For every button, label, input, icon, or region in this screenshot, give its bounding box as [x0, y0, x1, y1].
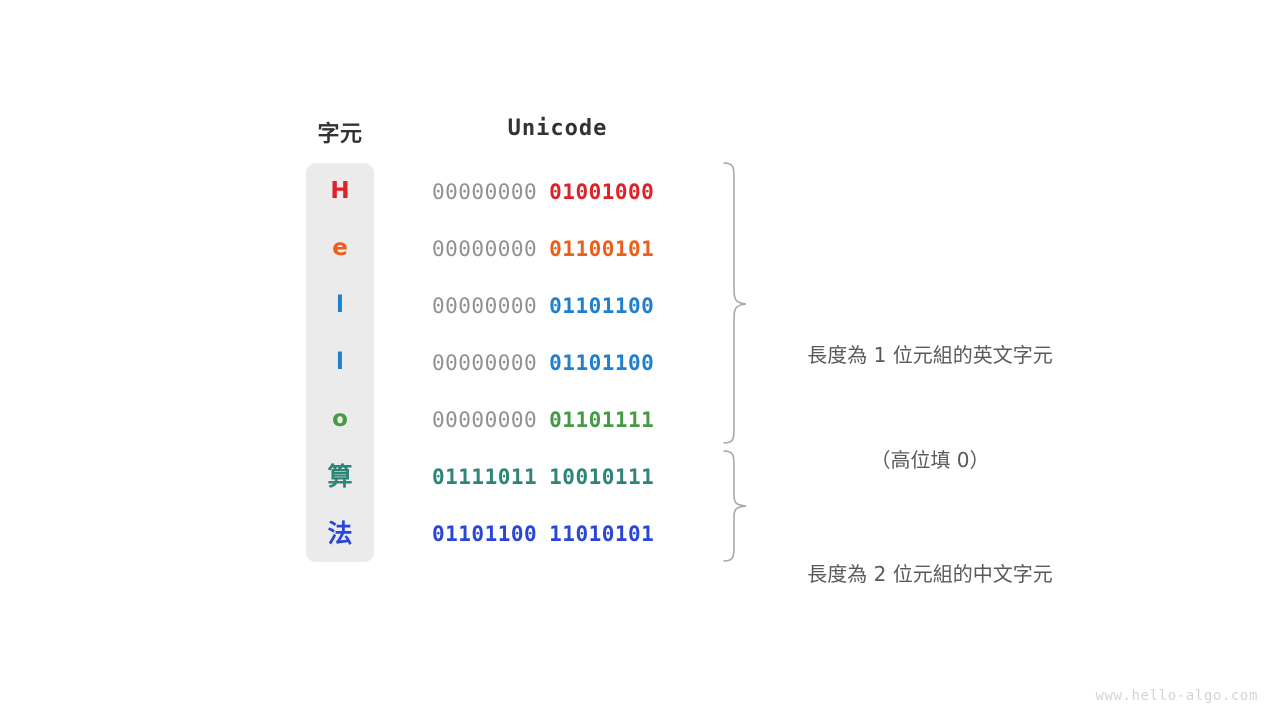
row-bits-low: 01101100 [549, 350, 655, 375]
row-unicode-bits: 00000000 01001000 [432, 163, 654, 220]
row-character: o [332, 406, 348, 432]
annotation-ascii: 長度為 1 位元組的英文字元 （高位填 0） [770, 268, 1090, 513]
row-unicode-bits: 00000000 01101100 [432, 277, 654, 334]
encoding-row: 法 01101100 11010101 [306, 505, 726, 562]
row-bits-high: 00000000 [432, 293, 538, 318]
row-character: H [330, 178, 350, 204]
column-header-unicode: Unicode [507, 116, 608, 141]
encoding-row: o 00000000 01101111 [306, 391, 726, 448]
row-bits-low: 01100101 [549, 236, 655, 261]
annotation-ascii-line1: 長度為 1 位元組的英文字元 [807, 343, 1053, 367]
row-unicode-bits: 00000000 01100101 [432, 220, 654, 277]
annotation-cjk: 長度為 2 位元組的中文字元 [770, 487, 1090, 627]
row-character: 算 [327, 462, 353, 491]
row-character: l [336, 349, 344, 375]
watermark: www.hello-algo.com [1095, 688, 1258, 704]
row-unicode-bits: 00000000 01101100 [432, 334, 654, 391]
encoding-row: e 00000000 01100101 [306, 220, 726, 277]
encoding-row: l 00000000 01101100 [306, 334, 726, 391]
row-bits-low: 01101100 [549, 293, 655, 318]
annotation-cjk-line1: 長度為 2 位元組的中文字元 [807, 562, 1053, 586]
group-brace-cjk [723, 450, 747, 562]
row-bits-high: 01101100 [432, 521, 538, 546]
row-character: l [336, 292, 344, 318]
row-bits-high: 00000000 [432, 350, 538, 375]
character-column-background [306, 163, 374, 562]
column-header-character: 字元 [317, 122, 363, 147]
encoding-row: l 00000000 01101100 [306, 277, 726, 334]
row-unicode-bits: 01111011 10010111 [432, 448, 654, 505]
encoding-row: 算 01111011 10010111 [306, 448, 726, 505]
row-bits-low: 11010101 [549, 521, 655, 546]
row-character: 法 [327, 519, 353, 548]
row-bits-high: 00000000 [432, 407, 538, 432]
row-bits-high: 00000000 [432, 236, 538, 261]
row-character: e [332, 235, 348, 261]
row-bits-high: 00000000 [432, 179, 538, 204]
group-brace-ascii [723, 162, 747, 444]
encoding-row: H 00000000 01001000 [306, 163, 726, 220]
row-bits-low: 01001000 [549, 179, 655, 204]
row-unicode-bits: 01101100 11010101 [432, 505, 654, 562]
row-bits-low: 01101111 [549, 407, 655, 432]
row-unicode-bits: 00000000 01101111 [432, 391, 654, 448]
row-bits-low: 10010111 [549, 464, 655, 489]
annotation-ascii-line2: （高位填 0） [870, 448, 990, 472]
row-bits-high: 01111011 [432, 464, 538, 489]
